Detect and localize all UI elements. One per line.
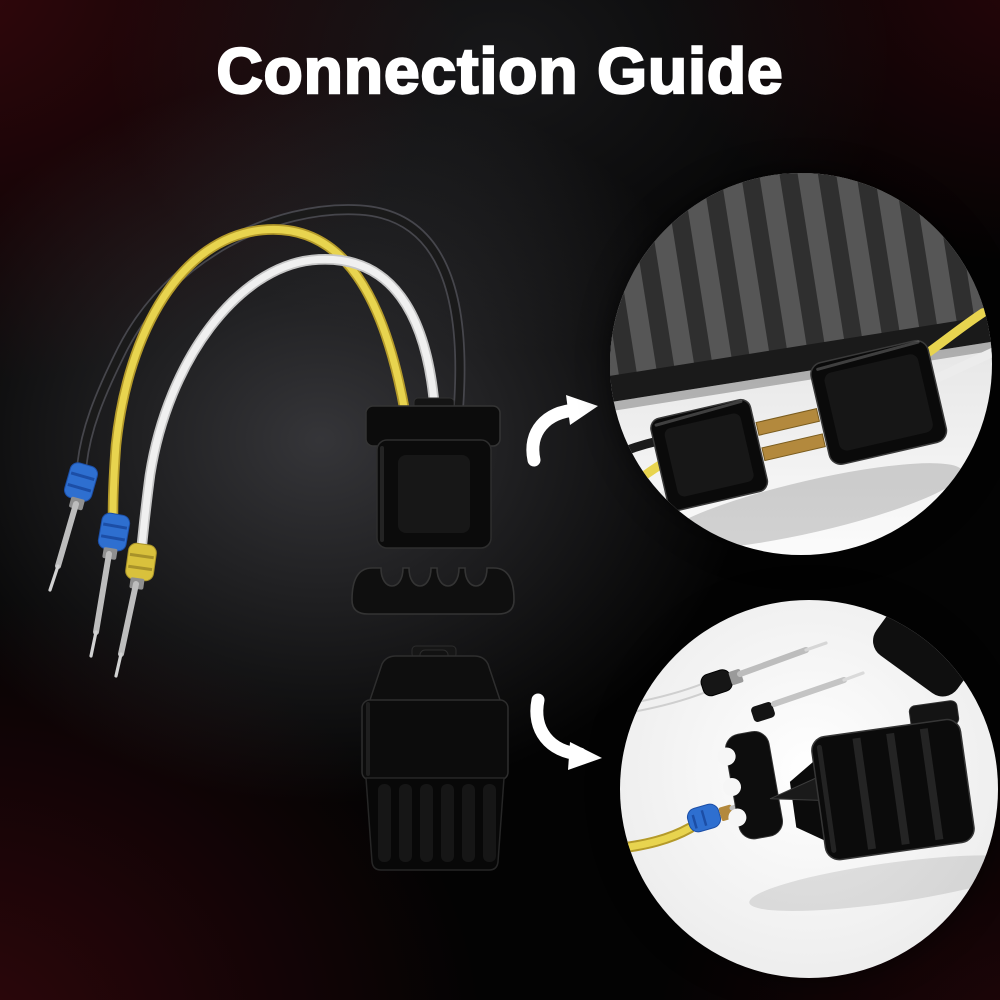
yellow-wire bbox=[107, 224, 411, 520]
blue-seal bbox=[686, 803, 722, 833]
rib bbox=[378, 784, 391, 862]
yellow-seal bbox=[125, 542, 157, 582]
pin-tip bbox=[804, 641, 828, 652]
white-wire-terminal bbox=[114, 542, 157, 678]
arrow-tail bbox=[526, 403, 583, 467]
loose-terminals bbox=[620, 641, 865, 722]
yellow-wire-rim bbox=[107, 224, 411, 520]
terminal-assembly-art bbox=[620, 600, 998, 978]
white-wire-right bbox=[930, 346, 992, 384]
right-plug-face bbox=[824, 354, 933, 451]
heatsink-fin bbox=[773, 173, 846, 350]
pin-tip bbox=[89, 630, 98, 658]
seal-body bbox=[97, 512, 131, 552]
white-wire-core bbox=[620, 684, 708, 714]
pin-tip bbox=[842, 671, 865, 682]
gloss bbox=[654, 399, 743, 427]
housing-body bbox=[361, 699, 509, 781]
connector-shadow bbox=[660, 463, 963, 550]
seal-ribs bbox=[128, 552, 154, 572]
arrow-head bbox=[566, 395, 598, 425]
closeup-terminal-assembly bbox=[620, 600, 998, 978]
yellow-wire-core bbox=[109, 225, 409, 518]
brass-terminal bbox=[755, 408, 821, 436]
comb-notch bbox=[728, 808, 747, 827]
blue-seal bbox=[63, 462, 99, 502]
pin-tip bbox=[114, 652, 123, 678]
comb-piece bbox=[717, 731, 784, 840]
seal-ribs bbox=[100, 522, 128, 542]
housing-ribs bbox=[378, 784, 496, 862]
yellow-wire-right bbox=[920, 308, 988, 360]
left-plug-face bbox=[664, 413, 754, 497]
rib bbox=[462, 784, 475, 862]
socket-connector bbox=[749, 700, 998, 911]
page-title: Connection Guide bbox=[215, 34, 784, 108]
rib bbox=[399, 784, 412, 862]
white-wire bbox=[136, 254, 441, 550]
crimp-sleeve bbox=[751, 702, 775, 722]
closeup-installed-connector bbox=[610, 173, 992, 555]
rib bbox=[483, 784, 496, 862]
connector-cavity bbox=[398, 455, 470, 533]
pin-blade bbox=[55, 501, 79, 569]
seal-body bbox=[125, 542, 157, 582]
pin-blade bbox=[771, 677, 847, 707]
comb-notch bbox=[723, 778, 742, 797]
wire-cover-comb bbox=[351, 567, 515, 615]
pin-tip bbox=[48, 564, 60, 592]
comb-body bbox=[351, 567, 515, 615]
curved-arrow-bottom-icon bbox=[530, 693, 602, 770]
pin-blade bbox=[737, 647, 809, 677]
comb-notch bbox=[717, 747, 736, 766]
rib bbox=[441, 784, 454, 862]
gloss bbox=[816, 744, 837, 853]
brass-terminal bbox=[761, 433, 826, 462]
plugged-connector bbox=[610, 308, 992, 555]
arrow-head bbox=[568, 742, 602, 770]
headlight-connector bbox=[365, 397, 501, 549]
heatsink-edge bbox=[610, 302, 992, 411]
socket-housing bbox=[361, 645, 509, 871]
heatsink-fin bbox=[886, 173, 958, 333]
seal-ribs bbox=[691, 809, 708, 829]
seal-body bbox=[63, 462, 99, 502]
yellow-wire-core bbox=[620, 824, 694, 852]
white-wire-core bbox=[138, 255, 439, 548]
pin-blade bbox=[118, 581, 139, 657]
housing-shoulder bbox=[366, 655, 504, 707]
heatsink-fin bbox=[698, 173, 771, 362]
curved-arrow-top-icon bbox=[526, 395, 598, 467]
heatsink-fin bbox=[811, 173, 883, 344]
pin-blade bbox=[93, 551, 112, 635]
installed-connector-art bbox=[610, 173, 992, 555]
yellow-wire-terminal bbox=[89, 512, 131, 658]
heatsink-fin bbox=[736, 173, 808, 356]
connector-shadow bbox=[749, 855, 998, 911]
black-wire-terminal bbox=[48, 462, 99, 592]
heatsink-fin bbox=[661, 173, 733, 368]
seal-ribs bbox=[67, 471, 95, 493]
blue-seal bbox=[97, 512, 131, 552]
gloss bbox=[816, 340, 920, 371]
yellow-wire-lead bbox=[620, 794, 779, 854]
shell-ribs bbox=[852, 728, 944, 850]
rib bbox=[420, 784, 433, 862]
